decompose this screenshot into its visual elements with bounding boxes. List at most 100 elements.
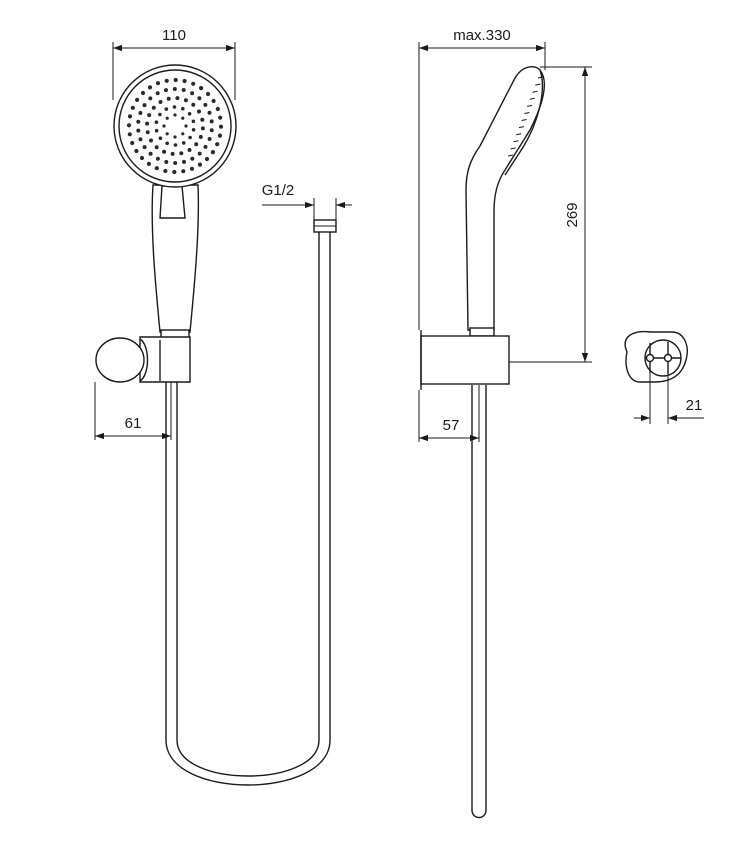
nozzle-dot (173, 77, 178, 83)
nozzle-dot (189, 166, 195, 171)
nozzle-dot (142, 103, 147, 108)
nozzle-dot (164, 160, 169, 164)
side-nozzle-tick (521, 119, 527, 121)
nozzle-dot (191, 128, 196, 132)
nozzle-dot (175, 96, 180, 101)
nozzle-dot (148, 151, 153, 156)
nozzle-dot (200, 126, 205, 131)
nozzle-dot (142, 145, 147, 150)
nozzle-dot (147, 113, 152, 118)
dimension-head-width-label: 110 (162, 27, 186, 44)
nozzle-dot (200, 117, 205, 122)
nozzle-dot (139, 155, 145, 161)
side-nozzle-tick (513, 140, 519, 143)
side-handle-ring (469, 327, 495, 337)
nozzle-dot (197, 151, 202, 156)
nozzle-dot (165, 132, 169, 136)
nozzle-dot (209, 128, 214, 133)
nozzle-dot (158, 112, 162, 117)
nozzle-dot (145, 130, 150, 135)
dimension-bracket-width-label: 21 (686, 397, 703, 414)
nozzle-dot (187, 112, 192, 116)
nozzle-dot (218, 124, 224, 129)
nozzle-dot (164, 88, 168, 93)
nozzle-dot (155, 91, 160, 96)
nozzle-dot (158, 100, 163, 104)
nozzle-dot (145, 121, 150, 126)
nozzle-dot (126, 123, 132, 128)
side-nozzle-tick (516, 133, 522, 136)
side-nozzle-tick (510, 147, 516, 150)
side-view (420, 66, 545, 819)
side-nozzle-tick (527, 104, 533, 107)
nozzle-dot (190, 91, 195, 96)
nozzle-dot (148, 96, 153, 101)
nozzle-dot (197, 96, 202, 101)
nozzle-dot (191, 81, 196, 86)
nozzle-dot (130, 105, 135, 110)
nozzle-dot (183, 98, 188, 103)
front-shower-head (113, 64, 237, 188)
nozzle-dot (181, 169, 186, 174)
nozzle-dot (138, 137, 143, 142)
front-view (95, 64, 337, 786)
dimension-bracket-width: 21 (634, 372, 704, 424)
nozzle-dot (191, 102, 196, 107)
side-nozzle-tick (537, 76, 544, 79)
nozzle-dot (140, 90, 146, 96)
nozzle-dot (199, 86, 204, 91)
nozzle-dot (155, 81, 161, 86)
side-nozzle-tick (532, 90, 538, 93)
nozzle-dot (173, 135, 177, 139)
nozzle-dot (188, 135, 192, 140)
dimension-max-length: max.330 (418, 27, 546, 330)
dimension-holder-side-label: 57 (443, 417, 460, 434)
nozzle-dot (215, 142, 220, 147)
dimension-thread-label: G1/2 (262, 182, 295, 199)
nozzle-dot (135, 97, 140, 102)
nozzle-dot (147, 85, 153, 90)
nozzle-dot (218, 115, 223, 120)
front-handle (151, 184, 200, 333)
nozzle-dot (162, 124, 166, 128)
side-nozzles (507, 76, 544, 157)
nozzle-dot (163, 168, 168, 174)
nozzle-dot (164, 107, 169, 111)
nozzle-dot (162, 149, 167, 154)
nozzle-dot (205, 91, 211, 97)
nozzle-dot (146, 161, 151, 166)
side-nozzle-tick (535, 83, 541, 86)
nozzle-dot (154, 145, 159, 150)
nozzle-dot (198, 134, 203, 139)
dimension-holder-front-label: 61 (125, 415, 142, 432)
nozzle-dot (182, 78, 187, 84)
nozzle-dot (187, 148, 192, 152)
nozzle-dot (164, 78, 169, 83)
nozzle-dot (197, 109, 201, 114)
dimension-thread: G1/2 (262, 182, 352, 220)
nozzle-dot (203, 102, 208, 107)
nozzle-dot (149, 138, 153, 143)
nozzle-dot (203, 144, 208, 149)
side-nozzle-tick (507, 154, 514, 157)
hose-connector-nut (313, 219, 337, 233)
nozzle-dot (181, 106, 185, 111)
nozzle-dot (172, 105, 177, 109)
nozzle-dot (207, 137, 212, 141)
nozzle-dot (181, 141, 186, 145)
dimension-height-label: 269 (564, 202, 581, 227)
nozzle-dot (210, 150, 215, 155)
nozzle-dot (215, 106, 220, 112)
nozzle-dot (166, 96, 171, 101)
side-handle-profile (465, 66, 545, 331)
nozzle-dot (181, 88, 186, 92)
nozzle-dot (151, 105, 156, 110)
dimension-head-width: 110 (112, 27, 236, 100)
nozzle-dot (173, 113, 177, 117)
nozzle-dot (165, 141, 169, 146)
nozzle-dot (172, 169, 177, 175)
nozzle-dot (130, 140, 135, 146)
nozzle-dot (173, 143, 178, 147)
